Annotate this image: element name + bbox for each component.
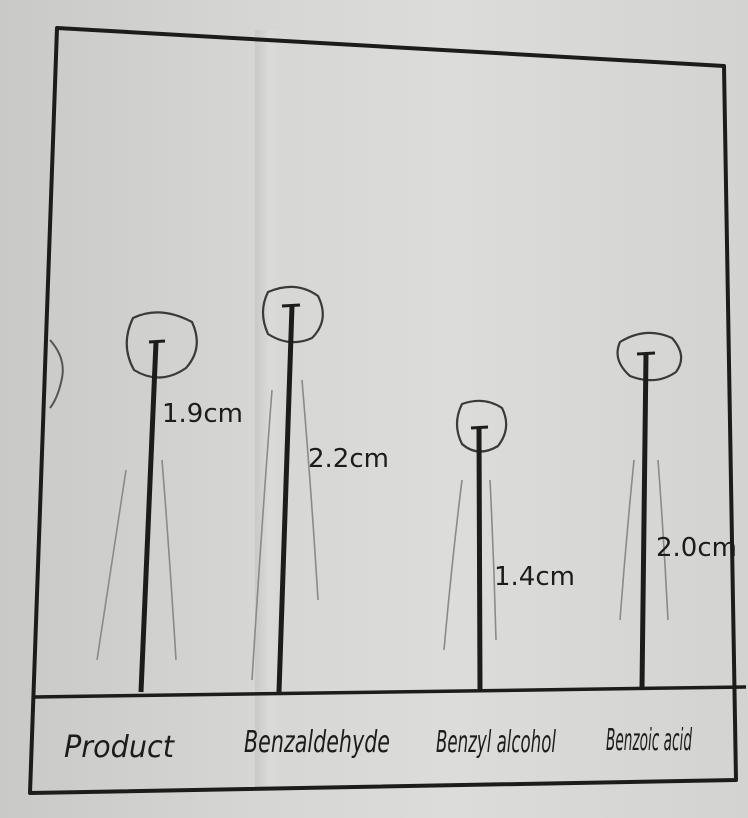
plate-outline — [30, 28, 736, 793]
distance-label-benzoic-acid: 2.0cm — [656, 533, 737, 563]
distance-label-product: 1.9cm — [162, 399, 243, 429]
lane-product-smear — [97, 470, 126, 660]
lane-product — [97, 312, 197, 692]
lane-benzoic-acid-spot — [618, 333, 682, 380]
edge-spot — [50, 340, 63, 408]
lane-label-product: Product — [64, 730, 175, 765]
lane-benzyl-alcohol-smear — [490, 480, 496, 640]
lane-benzoic-acid — [618, 333, 682, 688]
lane-product-line — [141, 342, 156, 692]
lane-label-benzaldehyde: Benzaldehyde — [244, 725, 390, 760]
lane-label-benzoic-acid: Benzoic acid — [606, 723, 692, 758]
lane-product-spot — [127, 312, 197, 377]
lane-product-smear — [162, 460, 176, 660]
lane-label-benzyl-alcohol: Benzyl alcohol — [436, 725, 556, 760]
lane-benzaldehyde-smear — [252, 390, 272, 680]
lane-benzaldehyde-line — [279, 306, 292, 692]
lane-benzyl-alcohol — [444, 401, 506, 690]
lane-benzoic-acid-line — [642, 354, 646, 688]
lane-benzoic-acid-tick — [637, 353, 655, 354]
lane-benzyl-alcohol-tick — [471, 427, 488, 428]
lane-benzaldehyde-smear — [302, 380, 318, 600]
distance-label-benzaldehyde: 2.2cm — [308, 444, 389, 474]
lane-product-tick — [149, 341, 165, 342]
lane-benzoic-acid-smear — [620, 460, 634, 620]
lane-benzaldehyde — [252, 287, 323, 692]
lane-benzaldehyde-tick — [282, 305, 300, 306]
lane-benzyl-alcohol-line — [479, 428, 480, 690]
distance-label-benzyl-alcohol: 1.4cm — [494, 562, 575, 592]
lane-benzyl-alcohol-smear — [444, 480, 462, 650]
